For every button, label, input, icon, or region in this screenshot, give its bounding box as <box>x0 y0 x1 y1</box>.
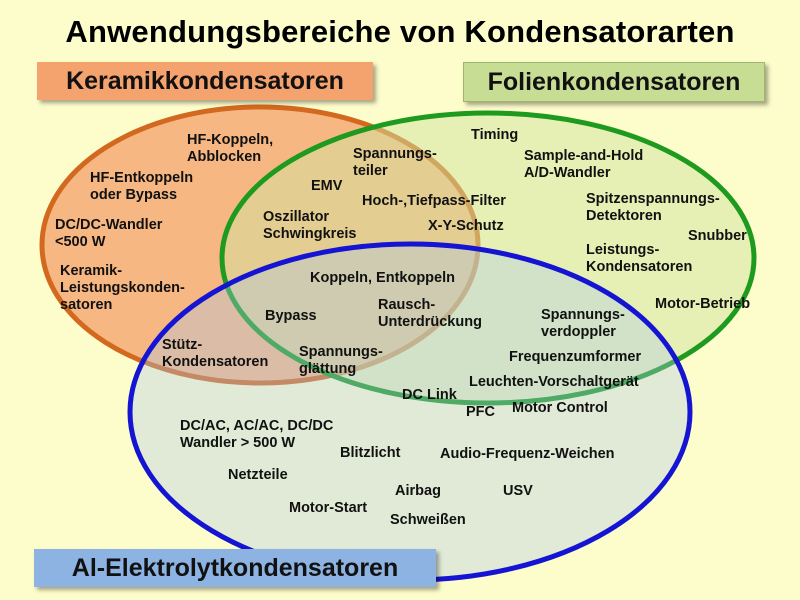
page-title: Anwendungsbereiche von Kondensatorarten <box>65 14 735 49</box>
label-motor-start: Motor-Start <box>289 500 368 516</box>
label-blitzlicht: Blitzlicht <box>340 445 401 461</box>
label-bypass: Bypass <box>265 308 317 324</box>
label-spannungsglaettung: Spannungs- glättung <box>299 344 383 377</box>
label-oszillator: Oszillator Schwingkreis <box>263 209 357 242</box>
label-spannungsteiler: Spannungs- teiler <box>353 146 437 179</box>
label-dcac: DC/AC, AC/AC, DC/DC Wandler > 500 W <box>180 418 334 451</box>
label-koppeln-entkoppeln: Koppeln, Entkoppeln <box>310 270 455 286</box>
label-netzteile: Netzteile <box>228 467 288 483</box>
label-audio: Audio-Frequenz-Weichen <box>440 446 615 462</box>
label-dcdc-wandler: DC/DC-Wandler <500 W <box>55 217 163 250</box>
label-leuchten: Leuchten-Vorschaltgerät <box>469 374 639 390</box>
label-usv: USV <box>503 483 533 499</box>
film-category-label: Folienkondensatoren <box>463 62 765 102</box>
label-airbag: Airbag <box>395 483 441 499</box>
label-xy-schutz: X-Y-Schutz <box>428 218 504 234</box>
label-pfc: PFC <box>466 404 495 420</box>
label-spannungsverdoppler: Spannungs- verdoppler <box>541 307 625 340</box>
electrolytic-category-label: Al-Elektrolytkondensatoren <box>34 549 436 587</box>
label-frequenzumformer: Frequenzumformer <box>509 349 642 365</box>
label-motor-control: Motor Control <box>512 400 608 416</box>
label-hf-koppeln: HF-Koppeln, Abblocken <box>187 132 274 165</box>
label-timing: Timing <box>471 127 519 143</box>
label-leistungskond: Leistungs- Kondensatoren <box>586 242 693 275</box>
label-keramik-leistung: Keramik- Leistungskonden- satoren <box>60 263 185 313</box>
label-spitzenspannung: Spitzenspannungs- Detektoren <box>586 191 720 224</box>
film-ellipse <box>219 110 757 406</box>
label-rausch: Rausch- Unterdrückung <box>378 297 482 330</box>
label-hf-entkoppeln: HF-Entkoppeln oder Bypass <box>90 170 194 203</box>
label-stuetz: Stütz- Kondensatoren <box>162 337 269 370</box>
ceramic-category-label: Keramikkondensatoren <box>37 62 373 100</box>
label-emv: EMV <box>311 178 343 194</box>
label-schweissen: Schweißen <box>390 512 466 528</box>
label-motor-betrieb: Motor-Betrieb <box>655 296 751 312</box>
label-snubber: Snubber <box>688 228 747 244</box>
label-hochtiefpass: Hoch-,Tiefpass-Filter <box>362 193 506 209</box>
label-dc-link: DC Link <box>402 387 457 403</box>
label-sample-hold: Sample-and-Hold A/D-Wandler <box>524 148 644 181</box>
